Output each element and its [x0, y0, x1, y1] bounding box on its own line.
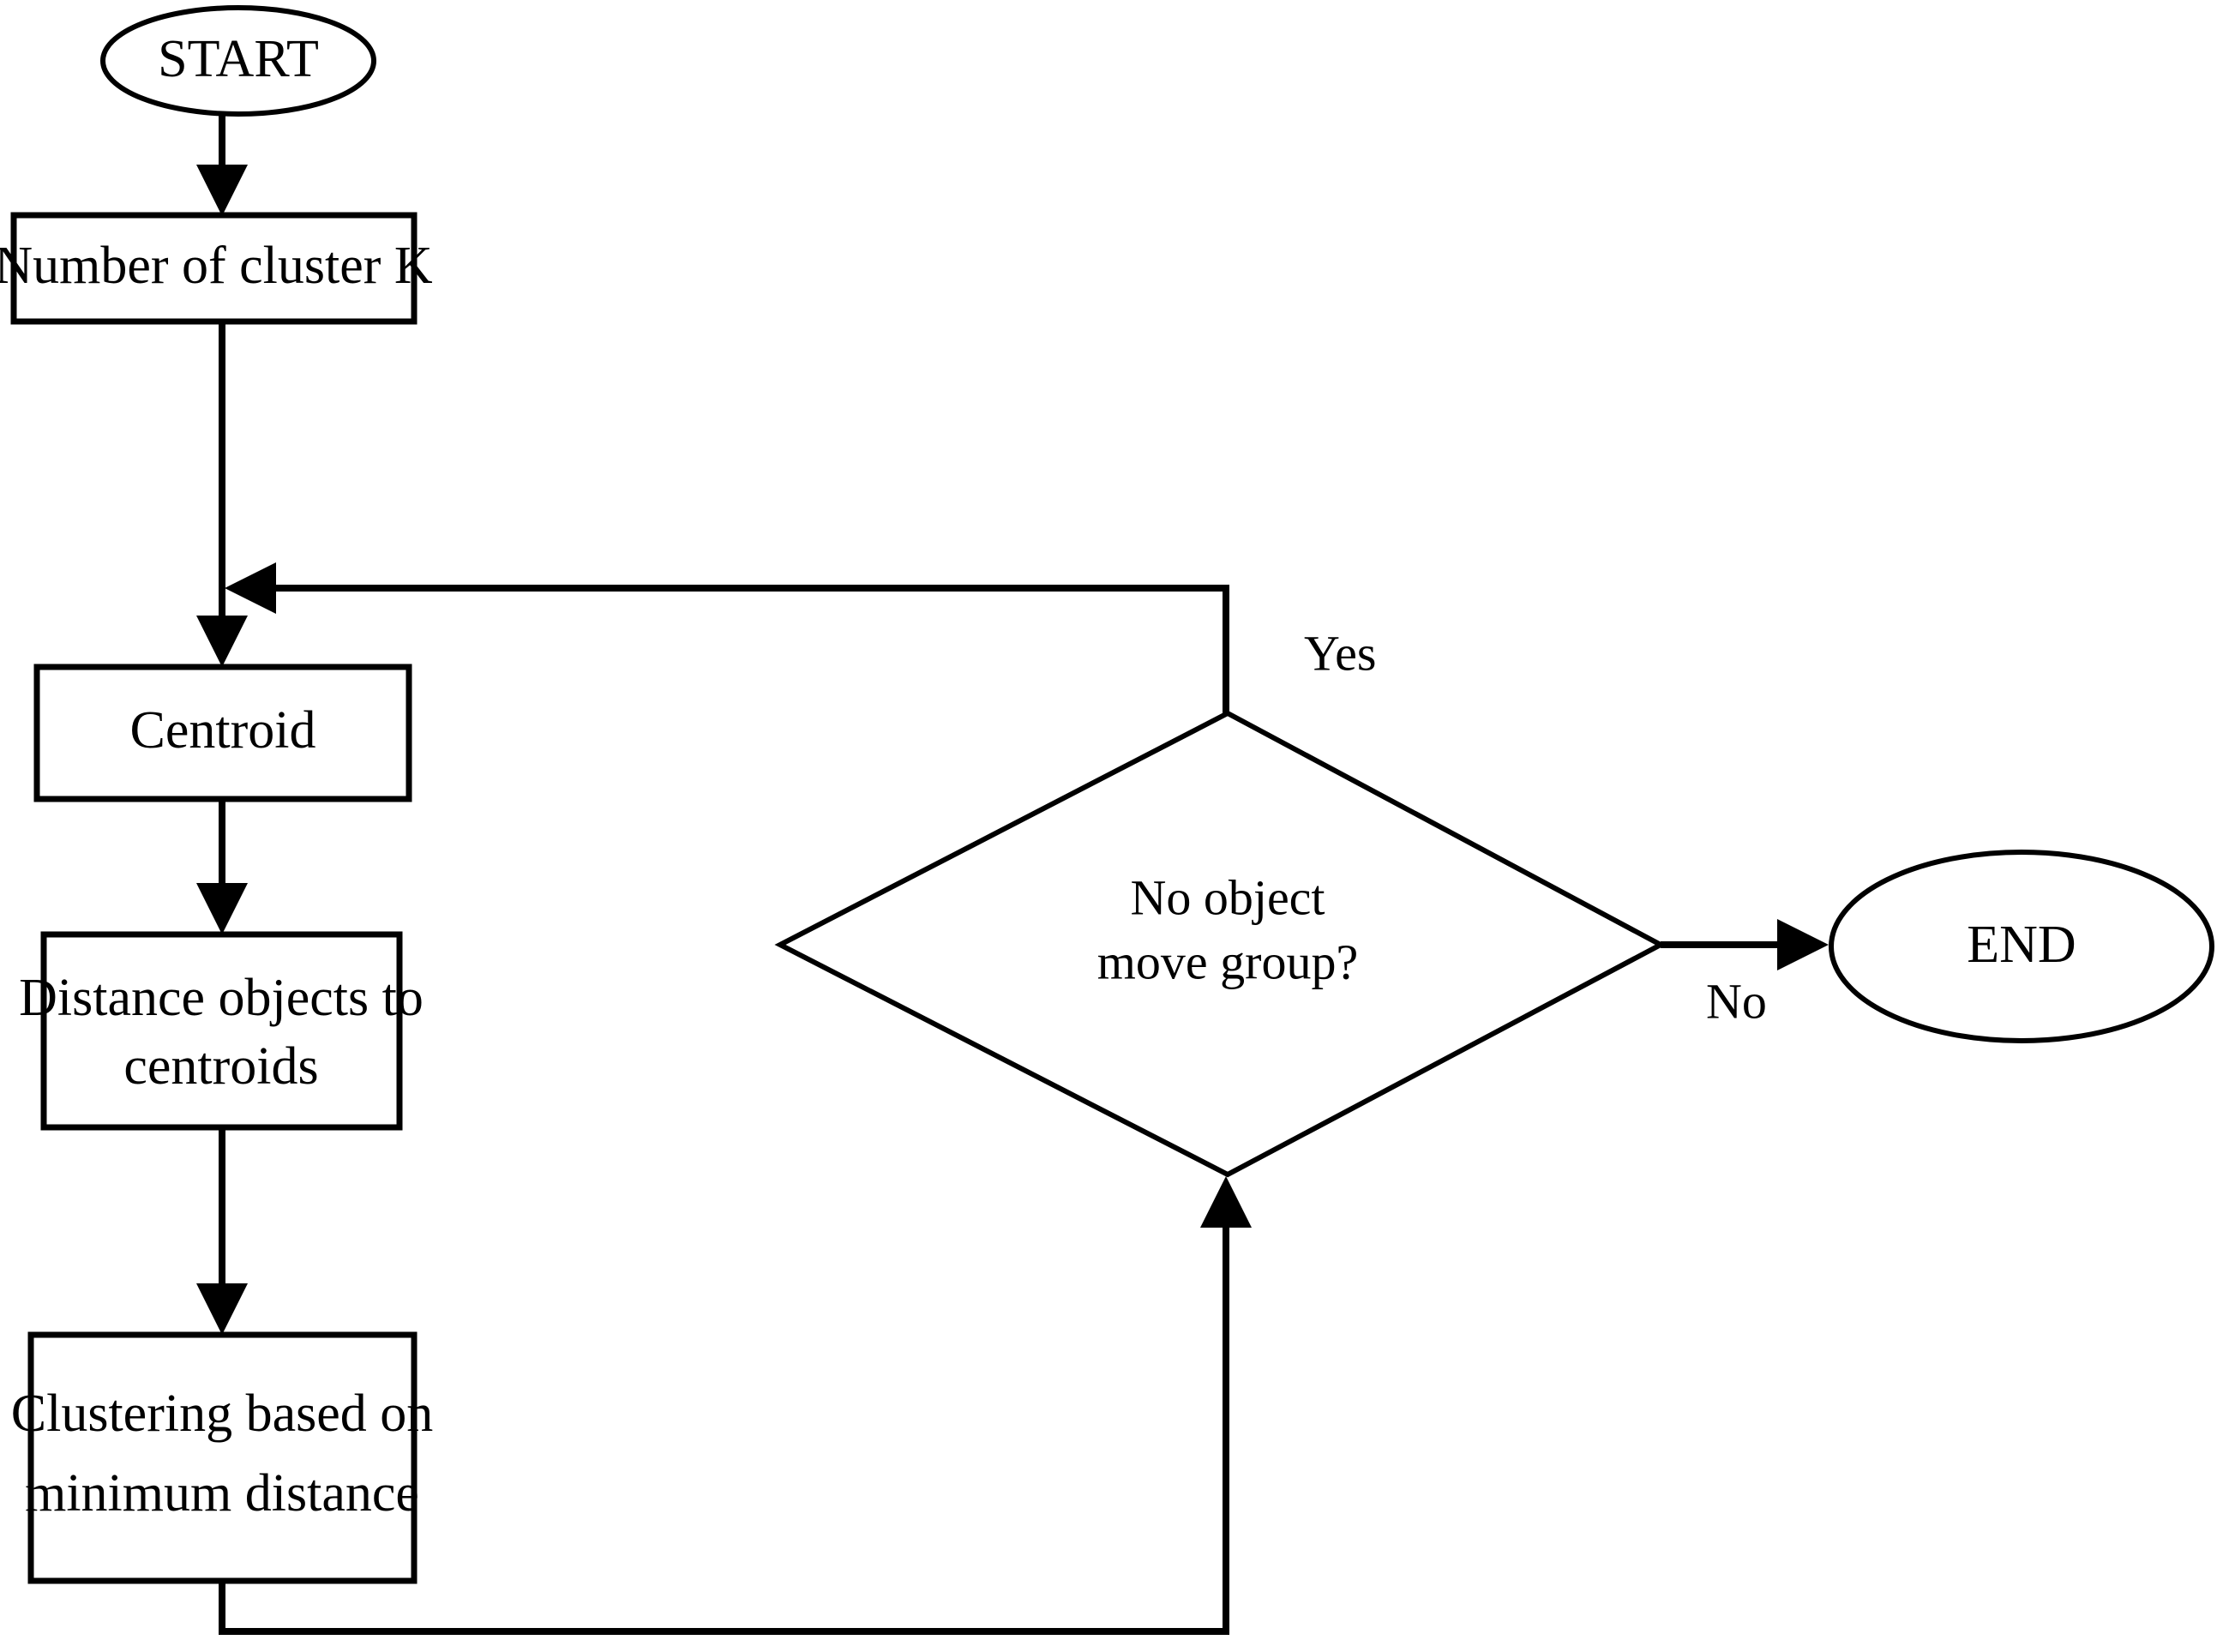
edge-clustering-to-decision: [219, 1176, 1252, 1635]
edge-yes-feedback-loop: [225, 562, 1229, 713]
node-distance-label-line1: Distance objects to: [19, 969, 424, 1027]
node-distance-objects-to-centroids[interactable]: Distance objects to centroids: [19, 931, 424, 1131]
node-end-label: END: [1967, 916, 2076, 974]
edge-distance-to-clustering: [196, 1127, 248, 1335]
node-end[interactable]: END: [1829, 850, 2214, 1043]
node-start[interactable]: START: [100, 5, 376, 117]
edge-start-to-cluster-k: [196, 114, 248, 216]
node-distance-label-line2: centroids: [123, 1037, 318, 1096]
node-centroid-label: Centroid: [130, 701, 316, 760]
node-start-label: START: [158, 30, 319, 88]
node-clustering-label-line2: minimum distance: [25, 1464, 419, 1523]
edge-cluster-k-to-centroid: [196, 321, 248, 667]
node-cluster-k-label: Number of cluster K: [0, 237, 433, 295]
edge-no-to-end: [1661, 919, 1829, 970]
node-centroid[interactable]: Centroid: [33, 664, 412, 802]
node-number-of-cluster-k[interactable]: Number of cluster K: [0, 212, 433, 325]
node-decision-label-line2: move group?: [1097, 934, 1358, 989]
edge-label-yes: Yes: [1304, 625, 1376, 681]
edge-centroid-to-distance: [196, 799, 248, 934]
node-clustering-label-line1: Clustering based on: [11, 1385, 434, 1443]
node-decision-label-line1: No object: [1130, 869, 1325, 925]
node-clustering-based-on-minimum-distance[interactable]: Clustering based on minimum distance: [11, 1331, 434, 1584]
edge-label-no: No: [1706, 973, 1767, 1029]
node-decision-no-object-move-group[interactable]: No object move group?: [774, 710, 1667, 1178]
